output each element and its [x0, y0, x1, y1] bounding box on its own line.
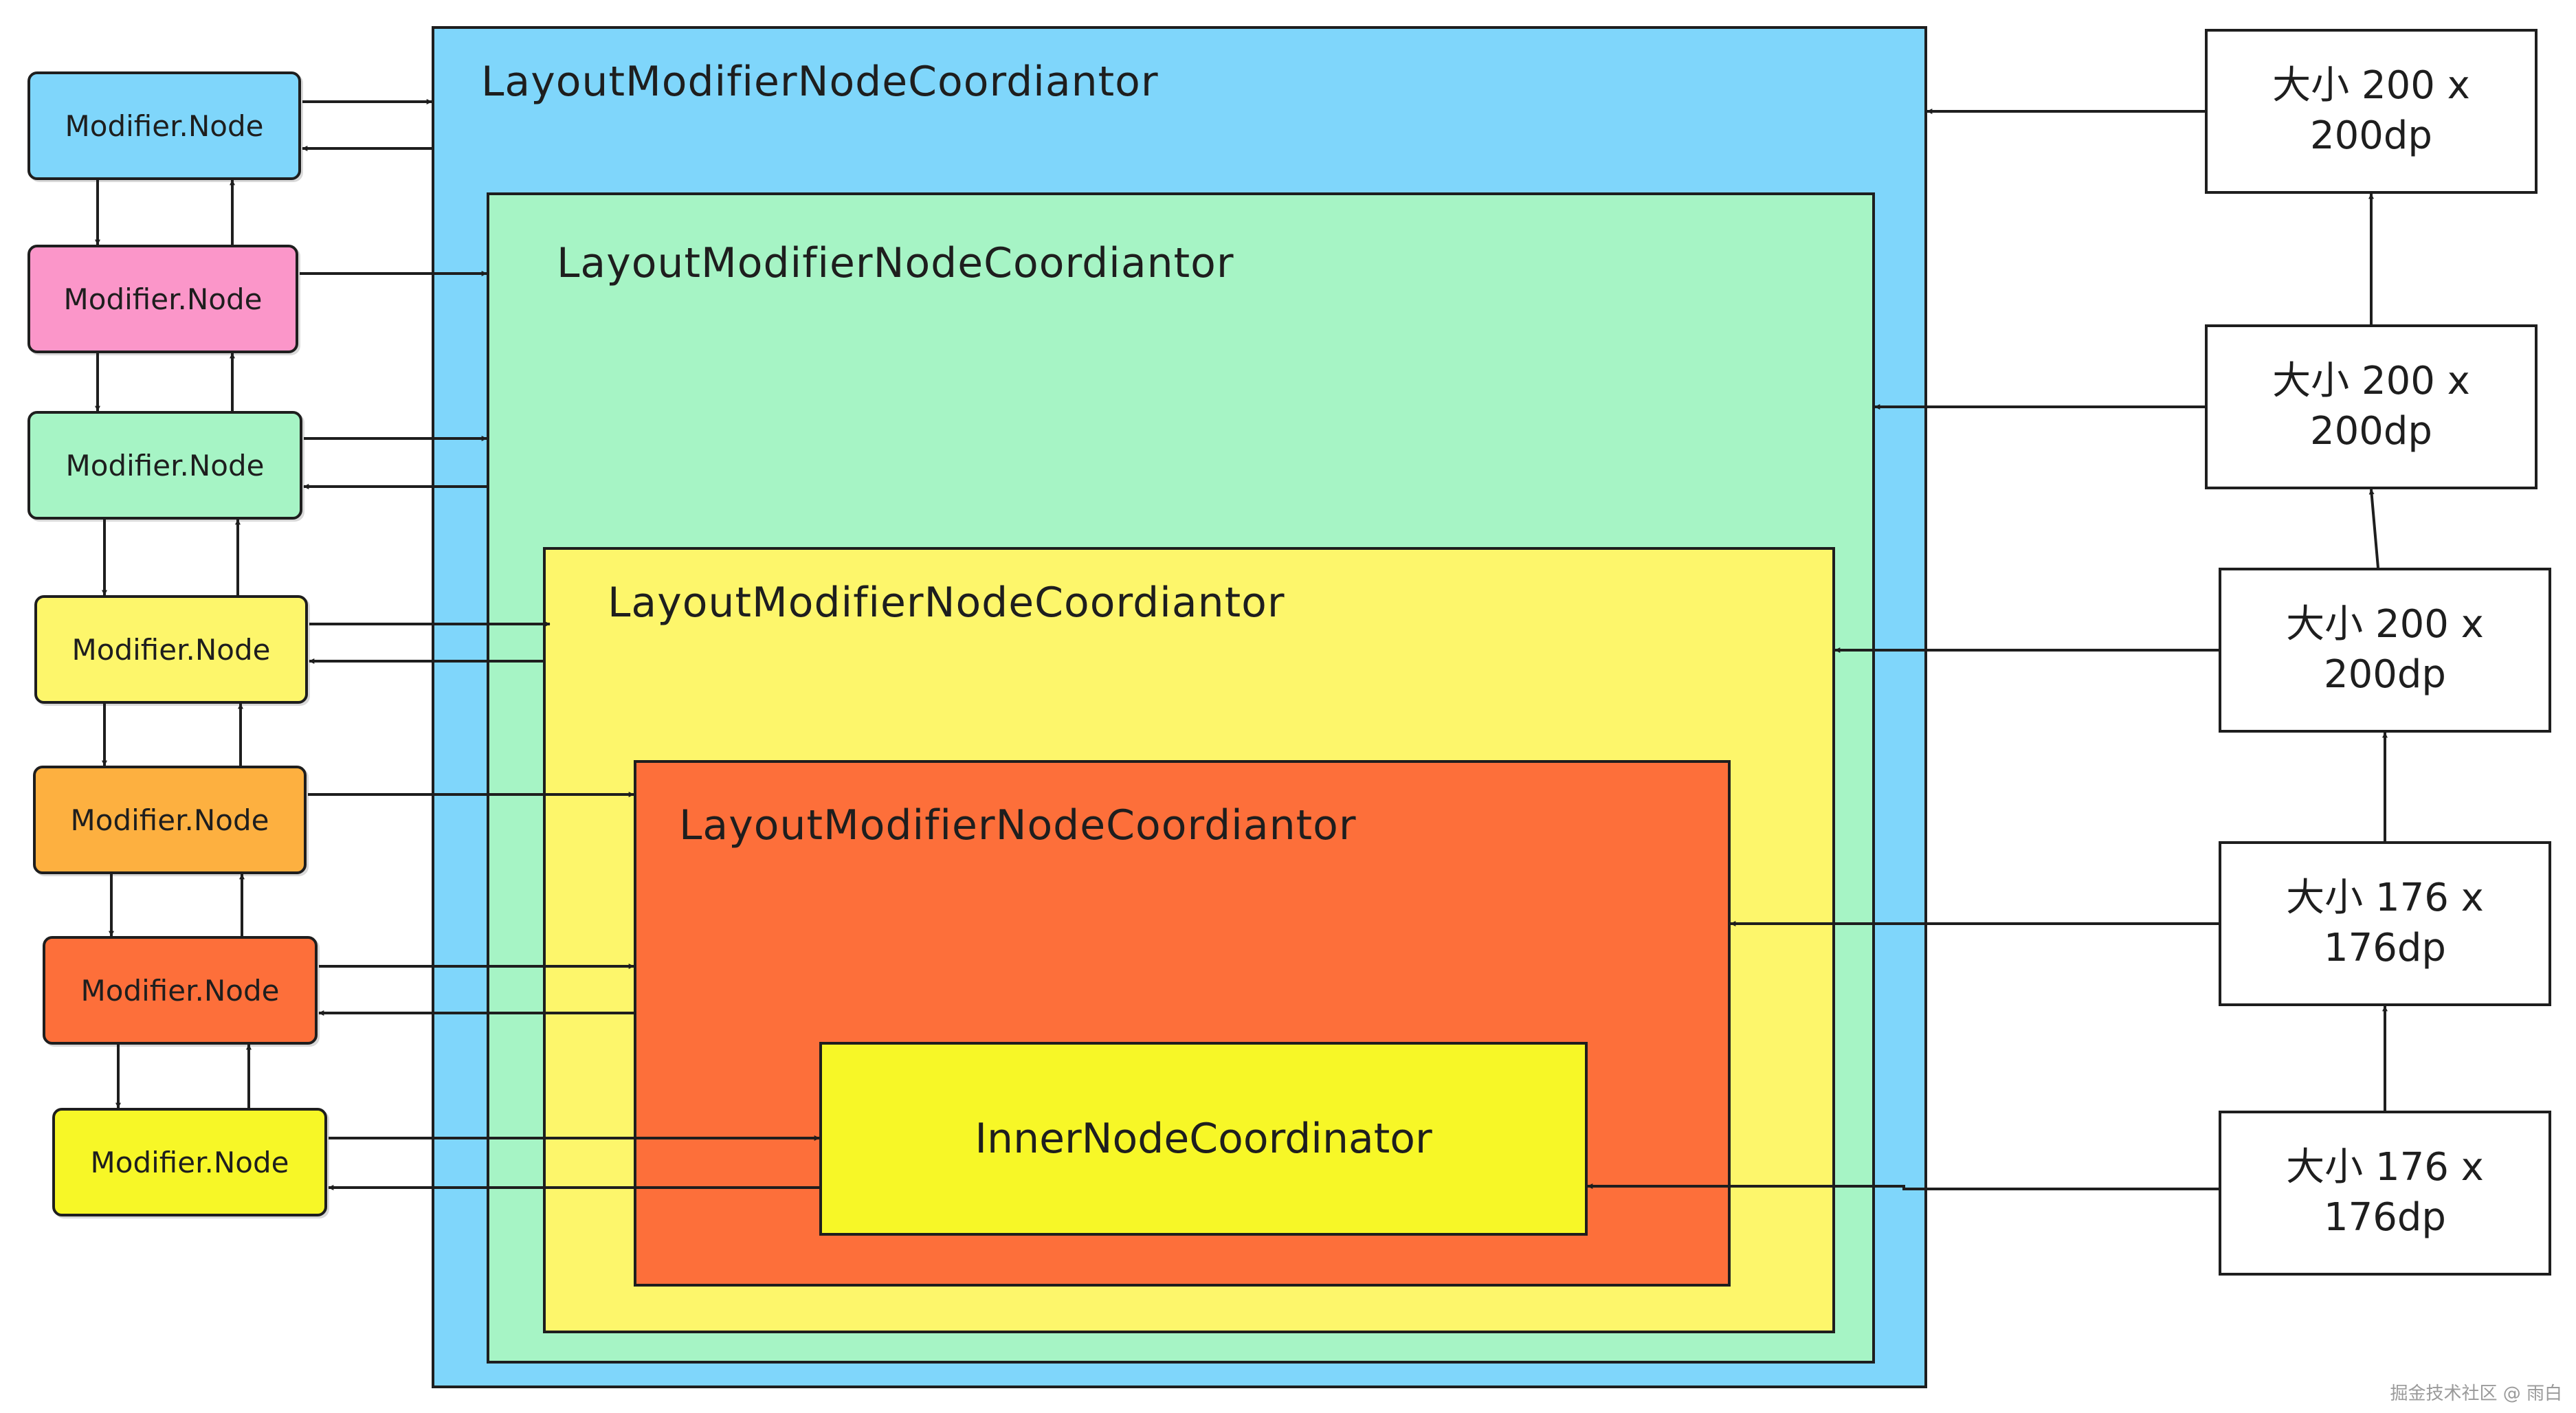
arrow-size3-up — [2368, 489, 2379, 568]
size-box-5-line1: 大小 176 x — [2286, 1145, 2484, 1190]
modifier-node-1: Modifier.Node — [27, 71, 301, 180]
modifier-node-2-label: Modifier.Node — [63, 282, 263, 316]
inner-node-coordinator-title: InnerNodeCoordinator — [975, 1115, 1432, 1163]
size-box-2-line1: 大小 200 x — [2272, 359, 2470, 404]
modifier-node-6: Modifier.Node — [43, 936, 318, 1045]
size-box-4: 大小 176 x 176dp — [2219, 841, 2551, 1006]
size-box-2: 大小 200 x 200dp — [2205, 324, 2538, 489]
watermark: 掘金技术社区 @ 雨白 — [2390, 1383, 2562, 1404]
size-box-3-line2: 200dp — [2324, 652, 2446, 697]
modifier-node-5-label: Modifier.Node — [70, 803, 269, 837]
coordinator-orange-title: LayoutModifierNodeCoordiantor — [679, 801, 1357, 849]
modifier-node-2: Modifier.Node — [27, 245, 298, 353]
size-box-2-line2: 200dp — [2310, 409, 2432, 454]
size-box-4-line1: 大小 176 x — [2286, 876, 2484, 921]
modifier-node-7-label: Modifier.Node — [90, 1145, 289, 1179]
modifier-node-5: Modifier.Node — [33, 766, 307, 874]
modifier-node-1-label: Modifier.Node — [65, 109, 264, 143]
size-box-5: 大小 176 x 176dp — [2219, 1111, 2551, 1276]
coordinator-yellow-title: LayoutModifierNodeCoordiantor — [608, 579, 1285, 627]
coordinator-green-title: LayoutModifierNodeCoordiantor — [557, 239, 1234, 287]
inner-node-coordinator: InnerNodeCoordinator — [819, 1042, 1588, 1236]
size-box-3-line1: 大小 200 x — [2286, 602, 2484, 647]
modifier-node-4: Modifier.Node — [34, 595, 308, 704]
size-box-1-line2: 200dp — [2310, 113, 2432, 158]
size-box-4-line2: 176dp — [2324, 926, 2446, 970]
modifier-node-7: Modifier.Node — [52, 1108, 327, 1216]
modifier-node-3-label: Modifier.Node — [65, 448, 265, 482]
modifier-node-3: Modifier.Node — [27, 411, 302, 520]
coordinator-blue-title: LayoutModifierNodeCoordiantor — [481, 58, 1159, 106]
size-box-5-line2: 176dp — [2324, 1195, 2446, 1240]
arrow-size5-to-inner — [1587, 1183, 2219, 1190]
size-box-3: 大小 200 x 200dp — [2219, 568, 2551, 733]
modifier-node-6-label: Modifier.Node — [80, 973, 280, 1008]
size-box-1: 大小 200 x 200dp — [2205, 29, 2538, 194]
modifier-node-4-label: Modifier.Node — [71, 632, 271, 667]
size-box-1-line1: 大小 200 x — [2272, 63, 2470, 109]
